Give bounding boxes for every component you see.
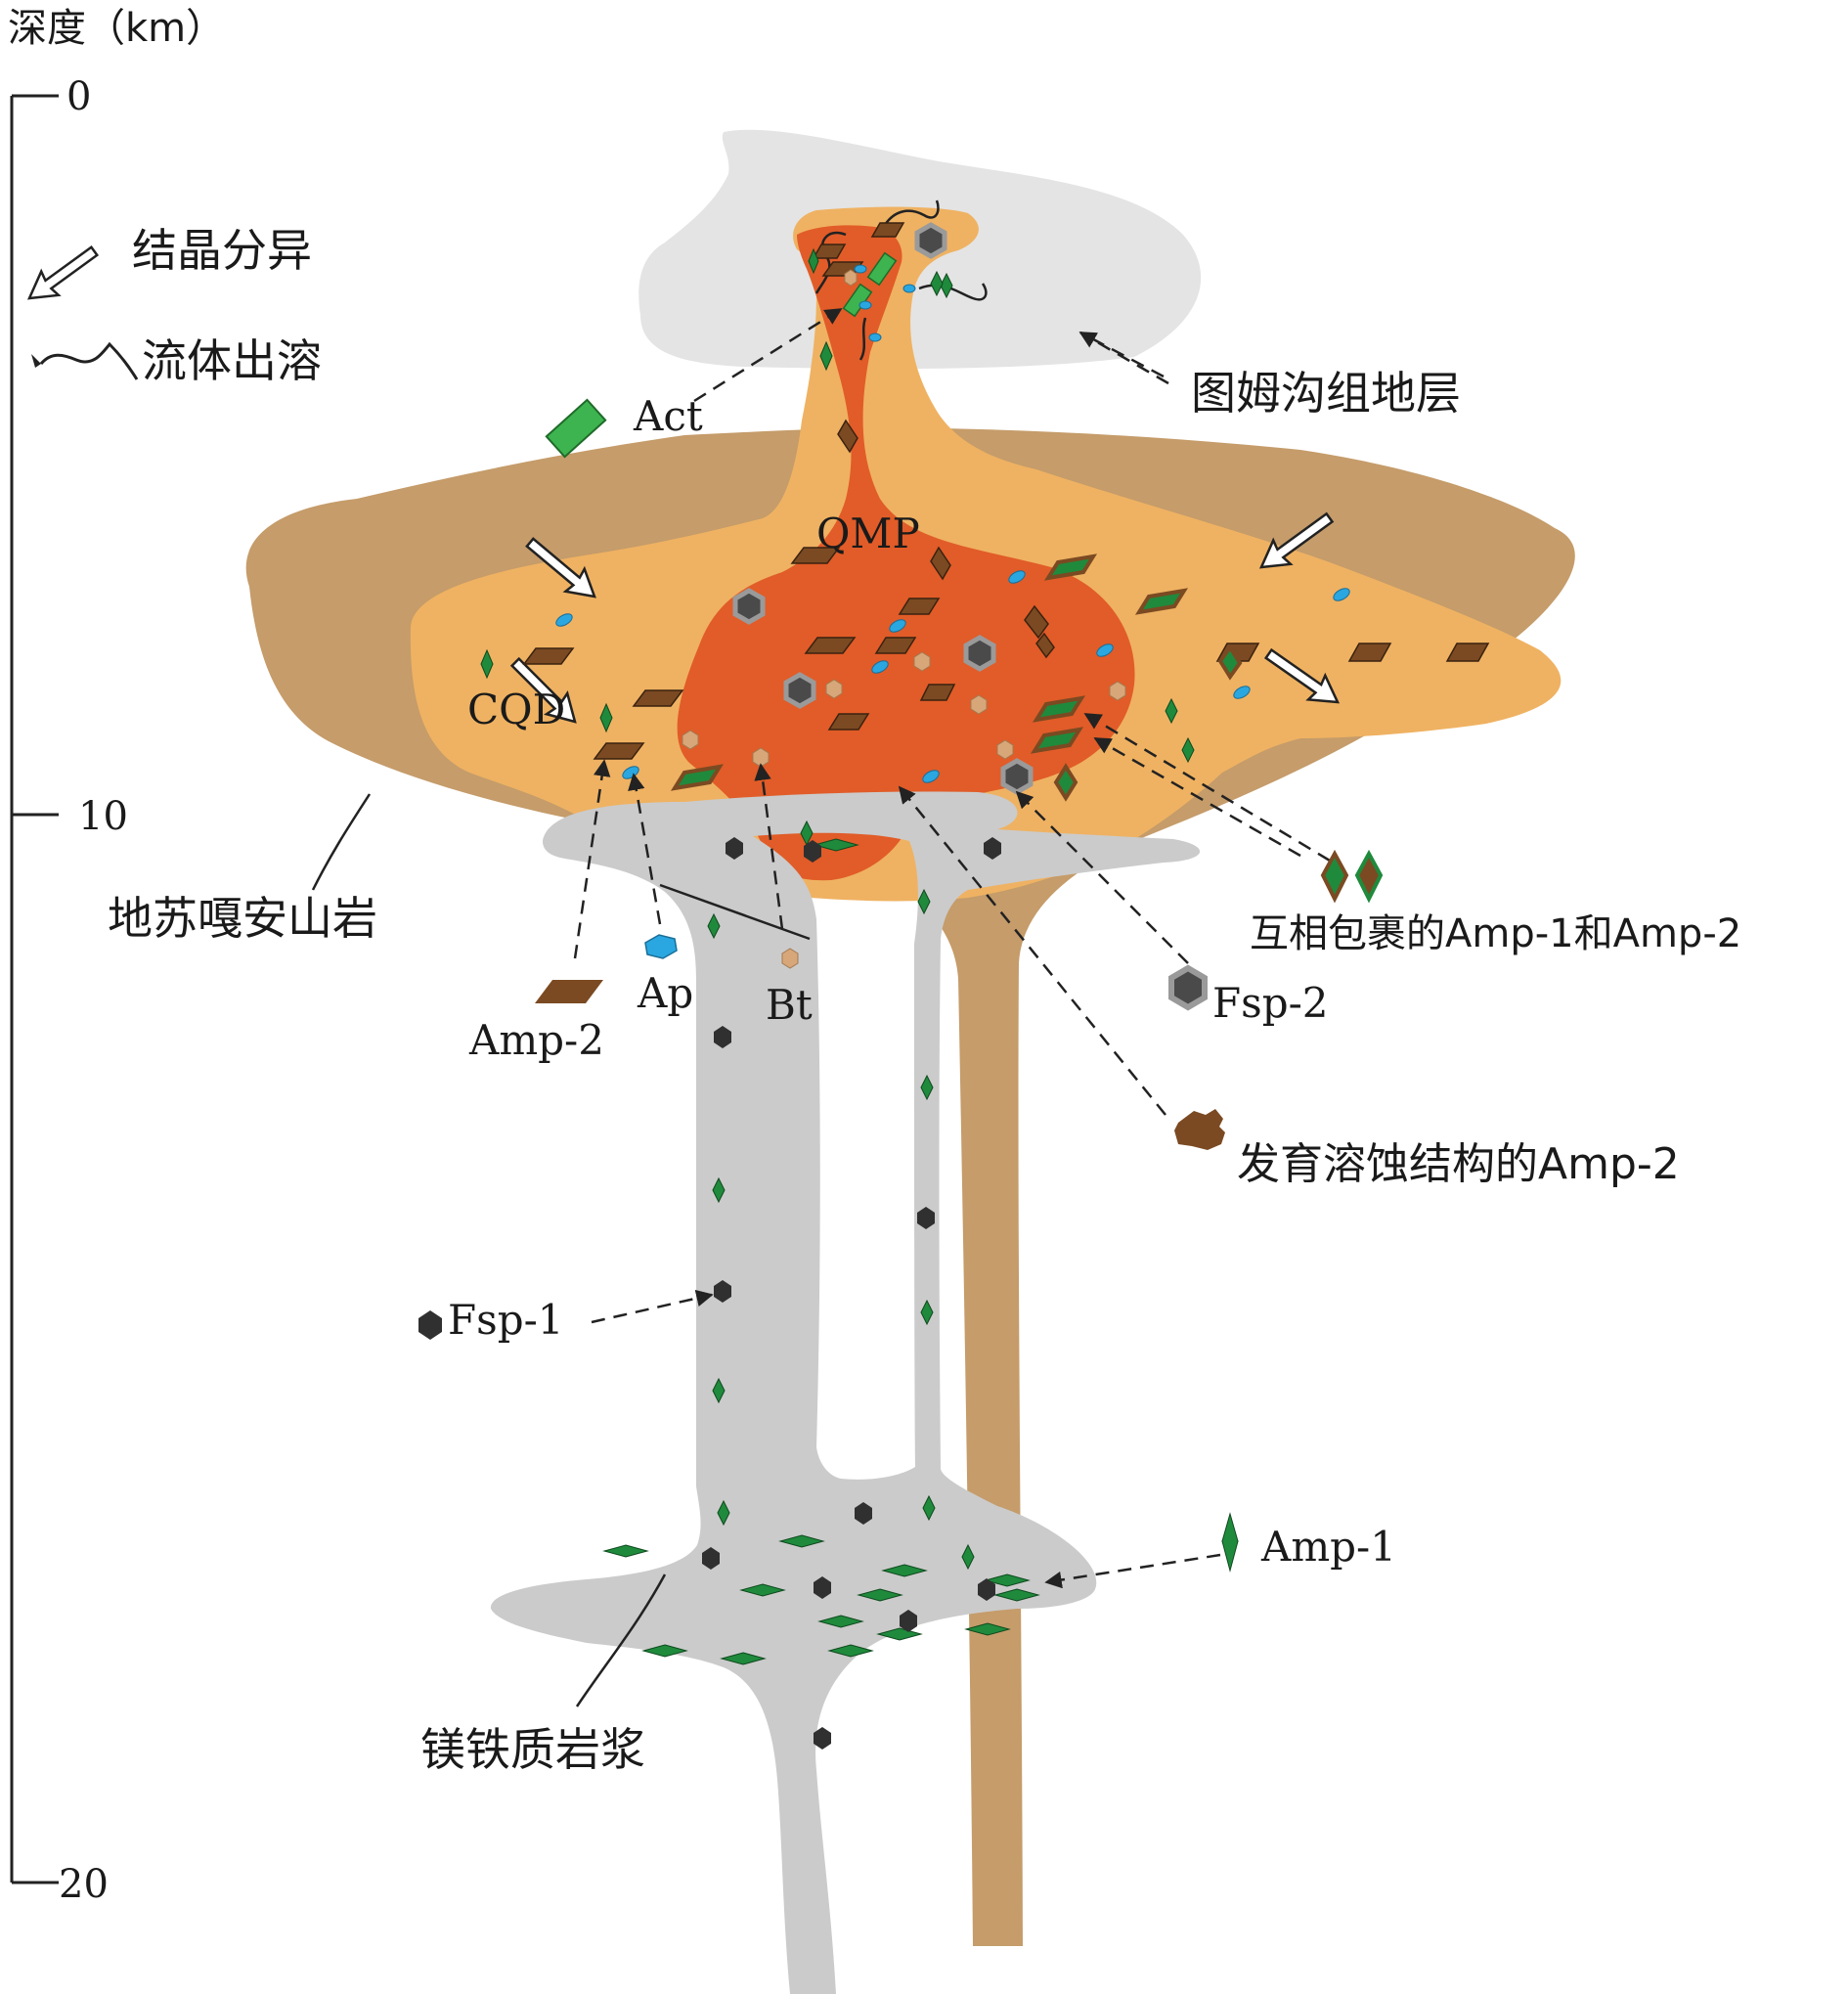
mafic-magma-body: [490, 791, 1201, 1994]
mineral-legend-icons: [418, 398, 1384, 1573]
arrow-icon: [1258, 511, 1335, 569]
apatite-icon: [644, 934, 678, 959]
amp1-icon: [1221, 1512, 1239, 1573]
label-strata: 图姆沟组地层: [1191, 367, 1461, 420]
depth-axis: 深度（km） 0 10 20: [8, 6, 225, 1907]
label-fsp1: Fsp-1: [448, 1296, 564, 1344]
label-cqd: CQD: [467, 686, 565, 733]
crystallization-arrow-icon: [26, 245, 100, 300]
text-labels: 图姆沟组地层 QMP CQD 地苏嘎安山岩 镁铁质岩浆 Act Amp-2 Ap…: [108, 367, 1741, 1776]
label-andesite: 地苏嘎安山岩: [108, 892, 377, 945]
legend: 结晶分异 流体出溶: [26, 224, 322, 387]
amp2-icon: [535, 980, 603, 1003]
depth-axis-title: 深度（km）: [8, 6, 225, 51]
arrow-icon: [1263, 647, 1341, 704]
label-intergrowth: 互相包裹的Amp-1和Amp-2: [1250, 911, 1741, 956]
arrow-icon: [509, 656, 577, 724]
fluid-exsolution-icon: [39, 341, 139, 380]
biotite-icon: [781, 948, 799, 969]
legend-fluid-label: 流体出溶: [142, 334, 322, 387]
label-qmp: QMP: [816, 510, 920, 557]
leader-lines: [311, 307, 1331, 1707]
label-fsp2: Fsp-2: [1212, 979, 1329, 1027]
fsp1-icon: [418, 1310, 442, 1340]
label-act: Act: [633, 392, 703, 440]
label-dissolution: 发育溶蚀结构的Amp-2: [1237, 1139, 1680, 1189]
label-amp2: Amp-2: [468, 1016, 604, 1064]
arrow-icon: [525, 537, 596, 598]
fsp2-icon: [1168, 964, 1208, 1011]
actinolite-icon: [545, 398, 607, 459]
intergrowth-amp1-amp2-icon: [1320, 849, 1384, 904]
crystallization-arrows: [509, 511, 1341, 724]
mineral-crystals: [480, 222, 1490, 1750]
qmp-body: [677, 225, 1135, 881]
label-amp1: Amp-1: [1260, 1523, 1396, 1571]
label-mafic-magma: 镁铁质岩浆: [420, 1723, 645, 1776]
label-bt: Bt: [766, 981, 813, 1029]
depth-tick-0: 0: [66, 74, 91, 119]
dissolution-amp2-icon: [1174, 1109, 1225, 1150]
legend-crystallization-label: 结晶分异: [132, 224, 312, 277]
depth-tick-10: 10: [78, 794, 128, 839]
depth-tick-20: 20: [59, 1862, 109, 1907]
label-ap: Ap: [637, 969, 693, 1017]
